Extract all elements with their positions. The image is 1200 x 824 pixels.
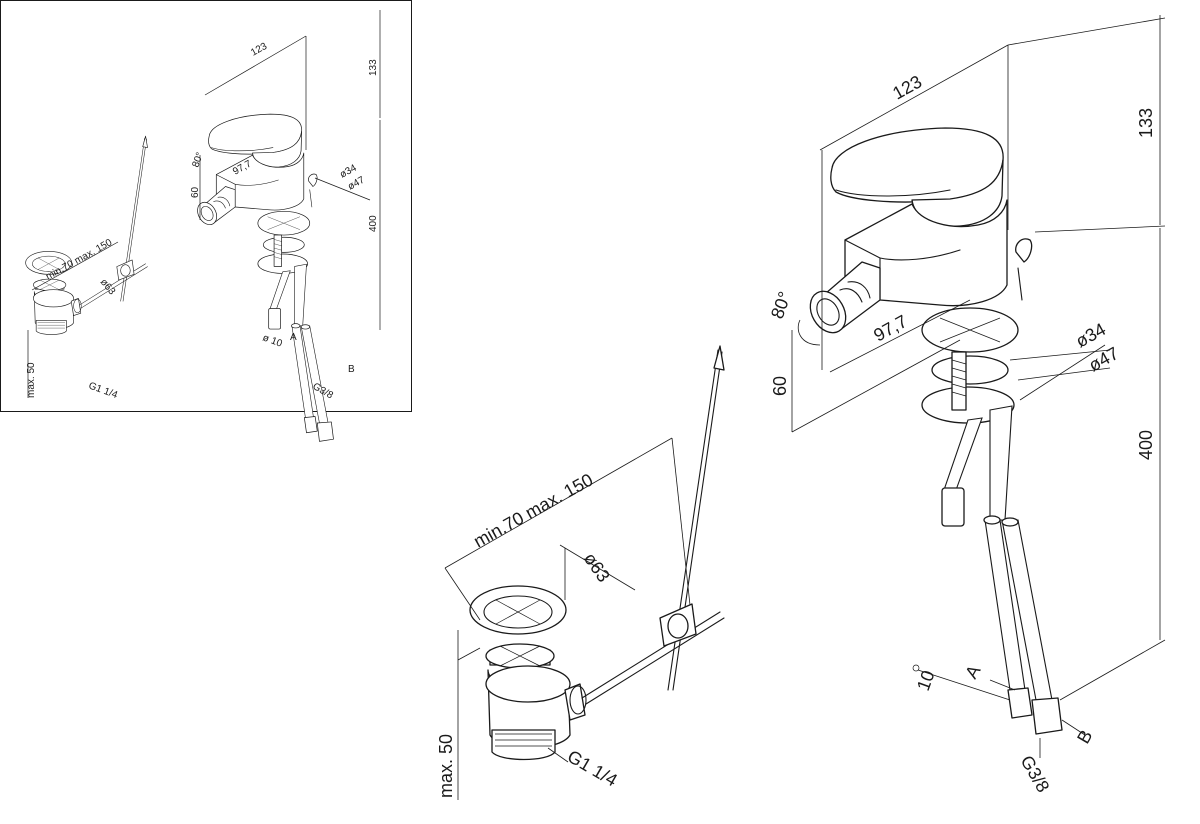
label-60: 60 xyxy=(770,376,790,396)
dim-height-133: 133 xyxy=(1007,15,1166,233)
dim-range: min.70 max. 150 xyxy=(444,437,691,621)
dim-waste-dia: ø63 xyxy=(559,544,636,600)
label-97-7: 97,7 xyxy=(870,311,910,345)
dim-max50: max. 50 xyxy=(436,630,481,800)
label-tube-dia: 10 xyxy=(913,668,939,694)
label-g1-1-4: G1 1/4 xyxy=(564,746,621,790)
thumbnail-panel: 123 133 400 80° 97,7 60 ø34 ø47 ø 10 A B… xyxy=(0,0,412,442)
hose-labels: 10 A B G3/8 xyxy=(912,662,1096,796)
label-a: A xyxy=(961,662,984,682)
waste-main: min.70 max. 150 ø63 max. 50 G1 1/4 xyxy=(436,345,725,800)
thumb-label-b: B xyxy=(348,364,355,375)
label-123: 123 xyxy=(889,71,925,103)
label-133: 133 xyxy=(1136,108,1156,138)
thumb-label-80: 80° xyxy=(190,151,206,169)
label-80: 80° xyxy=(767,289,795,321)
thumb-label-400: 400 xyxy=(368,215,379,232)
label-dia63: ø63 xyxy=(580,549,614,586)
dim-length-400: 400 xyxy=(1059,228,1166,701)
thumbnail-faucet: 123 133 400 80° 97,7 60 ø34 ø47 ø 10 A B… xyxy=(190,10,381,442)
label-dia34: ø34 xyxy=(1072,319,1109,352)
label-range: min.70 max. 150 xyxy=(470,469,596,551)
label-400: 400 xyxy=(1136,430,1156,460)
faucet-main: 123 133 400 80° 97,7 60 xyxy=(767,15,1166,796)
dim-height-60: 60 xyxy=(770,330,961,433)
label-max50: max. 50 xyxy=(436,734,456,798)
thumb-label-60: 60 xyxy=(190,186,201,198)
thumb-label-max50: max. 50 xyxy=(26,362,37,398)
label-b: B xyxy=(1073,727,1096,747)
dim-hole-dia: ø34 ø47 xyxy=(1009,319,1122,401)
thumb-label-133: 133 xyxy=(368,59,379,76)
dim-waste-thread: G1 1/4 xyxy=(547,746,621,790)
label-g3-8: G3/8 xyxy=(1017,752,1054,796)
thumb-label-a: A xyxy=(290,332,297,343)
